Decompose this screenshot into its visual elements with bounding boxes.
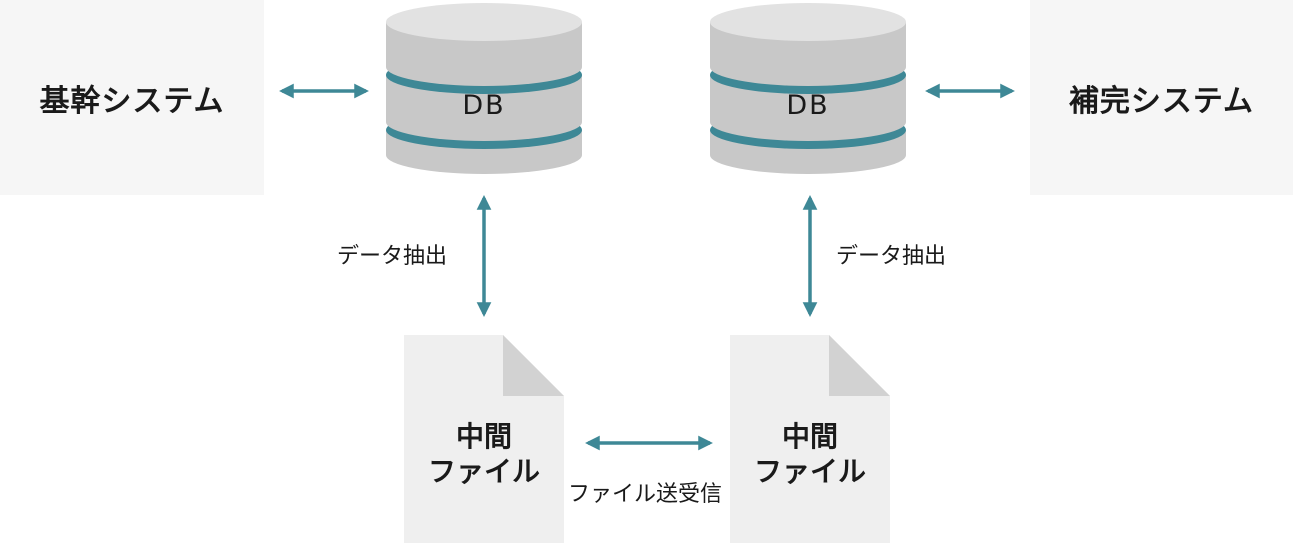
left-file-label-line1: 中間	[456, 420, 512, 453]
supplementary-system-label: 補完システム	[1068, 83, 1255, 119]
supplementary-system-box: 補完システム	[1030, 0, 1293, 195]
right-file-label-line2: ファイル	[754, 455, 866, 488]
right-file-label-line1: 中間	[782, 420, 838, 453]
right-database-label: DB	[786, 90, 829, 121]
left-extract-label: データ抽出	[337, 244, 448, 269]
core-system-box: 基幹システム	[0, 0, 264, 195]
right-file-icon: 中間 ファイル	[730, 335, 890, 543]
file-transfer-label: ファイル送受信	[568, 482, 723, 507]
right-database-icon: DB	[710, 3, 906, 174]
right-extract-label: データ抽出	[836, 244, 947, 269]
core-system-label: 基幹システム	[39, 83, 225, 119]
left-database-icon: DB	[386, 3, 582, 174]
left-file-label-line2: ファイル	[428, 455, 540, 488]
left-file-icon: 中間 ファイル	[404, 335, 564, 543]
left-database-label: DB	[462, 90, 505, 121]
